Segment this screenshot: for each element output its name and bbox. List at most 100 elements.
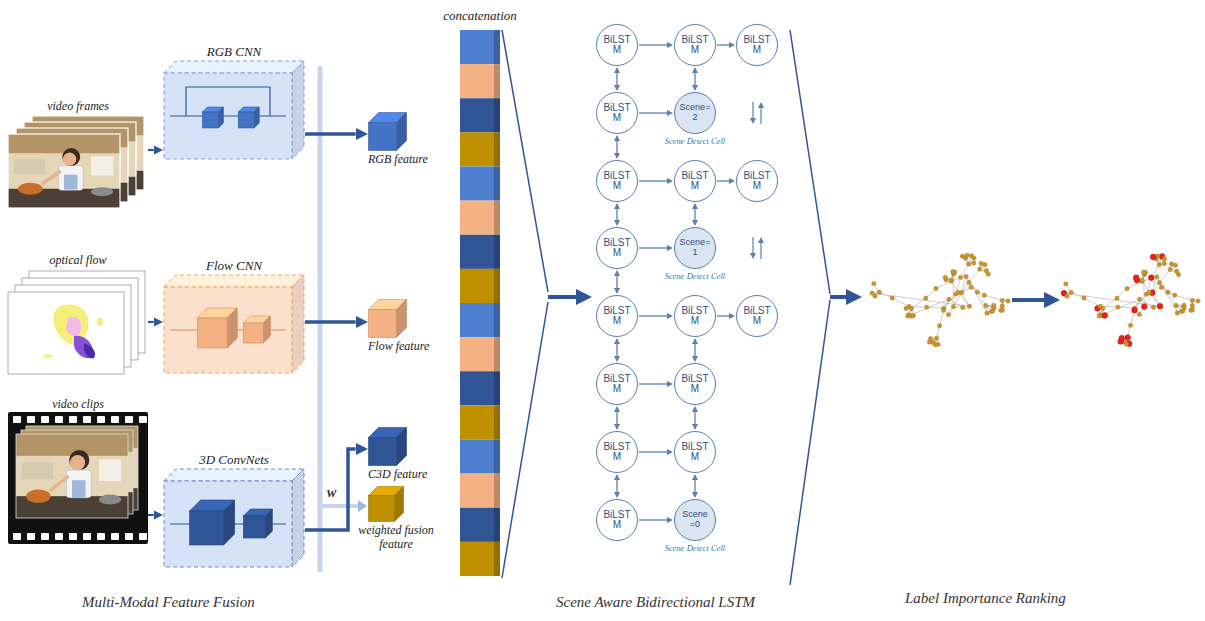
graph-node	[949, 278, 953, 282]
frame-background	[16, 434, 128, 518]
fusion-line	[318, 66, 323, 572]
cell-connector	[616, 412, 617, 424]
cell-label: BiLSTM	[602, 306, 632, 327]
graph-node	[1000, 308, 1004, 312]
graph-node	[992, 306, 996, 310]
ranked-node	[1148, 275, 1154, 281]
scene-value: Scene= 1	[678, 238, 712, 258]
shelf	[14, 159, 45, 174]
graph-node	[982, 293, 986, 297]
person-body	[66, 470, 91, 498]
cube-side	[397, 428, 407, 466]
graph-node	[951, 305, 955, 309]
graph-node	[1157, 281, 1161, 285]
section-caption: Label Importance Ranking	[905, 590, 1066, 606]
network-box: RGB CNN	[163, 44, 305, 160]
graph-node	[1140, 278, 1144, 282]
graph-node	[934, 336, 938, 340]
cell-label: BiLSTM	[742, 35, 772, 56]
ranked-node	[1150, 254, 1156, 260]
section-caption: Multi-Modal Feature Fusion	[82, 594, 255, 610]
bar-segment	[460, 201, 494, 235]
updown-arrowhead	[750, 253, 756, 259]
cell-connector	[639, 247, 667, 248]
cube-side	[218, 107, 223, 128]
graph-node	[1168, 267, 1172, 271]
bar-segment-side	[494, 132, 500, 166]
updown-arrowhead	[750, 118, 756, 124]
feature-cube-shape	[369, 300, 407, 338]
cube-side	[395, 487, 404, 522]
graph-node	[1141, 270, 1145, 274]
updown-arrow	[760, 107, 761, 124]
graph-edge	[966, 277, 987, 314]
bar-segment-side	[494, 235, 500, 269]
cabinet	[16, 434, 128, 456]
box-side	[292, 61, 304, 159]
graph-node	[907, 304, 911, 308]
graph-node	[1190, 298, 1194, 302]
cube-side	[254, 107, 259, 128]
ranked-node	[1141, 304, 1147, 310]
bilstm-cell: BiLSTM	[596, 295, 638, 337]
updown-arrow	[752, 237, 753, 254]
graph-edge	[1084, 298, 1101, 306]
cell-connector	[717, 315, 729, 316]
ranked-node	[1125, 335, 1131, 341]
data-flow-arrow	[305, 320, 356, 324]
cell-label: BiLSTM	[602, 35, 632, 56]
graph-node	[1154, 275, 1158, 279]
graph-edge	[1143, 272, 1145, 306]
bar-segment	[460, 30, 494, 64]
graph-edge	[1175, 295, 1193, 300]
data-flow-arrow	[305, 132, 356, 136]
pan	[99, 494, 121, 504]
flow-blob	[97, 318, 103, 326]
graph-node	[1065, 294, 1069, 298]
cell-connector	[694, 209, 695, 220]
frame-border	[16, 434, 128, 518]
apron	[72, 480, 85, 497]
bilstm-cell: BiLSTM	[596, 227, 638, 269]
cell-caption: Scene Detect Cell	[665, 543, 725, 553]
data-flow-arrow	[148, 149, 154, 151]
flow-frame-bg	[8, 292, 124, 374]
graph-node	[972, 261, 976, 265]
box-side	[292, 469, 304, 567]
bar-segment	[460, 337, 494, 371]
graph-node	[1125, 286, 1129, 290]
graph-node	[984, 303, 988, 307]
bar-segment	[460, 98, 494, 132]
graph-node	[1176, 272, 1180, 276]
node-drawing	[163, 274, 305, 374]
bilstm-cell: BiLSTM	[736, 24, 778, 66]
graph-node	[1064, 282, 1068, 286]
graph-node	[1082, 296, 1086, 300]
graph-node	[967, 304, 971, 308]
cell-caption: Scene Detect Cell	[665, 136, 725, 146]
feature-label: C3D feature	[368, 467, 430, 481]
feature-cube: weighted fusion feature	[356, 486, 438, 551]
pan	[91, 187, 113, 196]
cube-front	[197, 318, 227, 348]
graph-node	[951, 270, 955, 274]
graph-node	[964, 274, 968, 278]
updown-arrow	[760, 242, 761, 259]
feature-label: weighted fusion feature	[356, 523, 436, 551]
bar-segment-side	[494, 405, 500, 439]
network-title: RGB CNN	[163, 44, 305, 60]
bar-segment-side	[494, 167, 500, 201]
node-drawing	[435, 30, 525, 580]
graph-node	[1190, 308, 1194, 312]
cell-connector	[639, 383, 667, 384]
bar-segment-side	[494, 440, 500, 474]
graph-node	[954, 292, 958, 296]
flow-arrow-shaft	[830, 295, 848, 299]
bar-segment	[460, 235, 494, 269]
box-front	[164, 481, 292, 567]
graph-node	[966, 262, 970, 266]
graph-node	[967, 280, 971, 284]
graph-edge	[969, 269, 980, 282]
cabinet	[8, 134, 120, 153]
graph-node	[947, 297, 951, 301]
